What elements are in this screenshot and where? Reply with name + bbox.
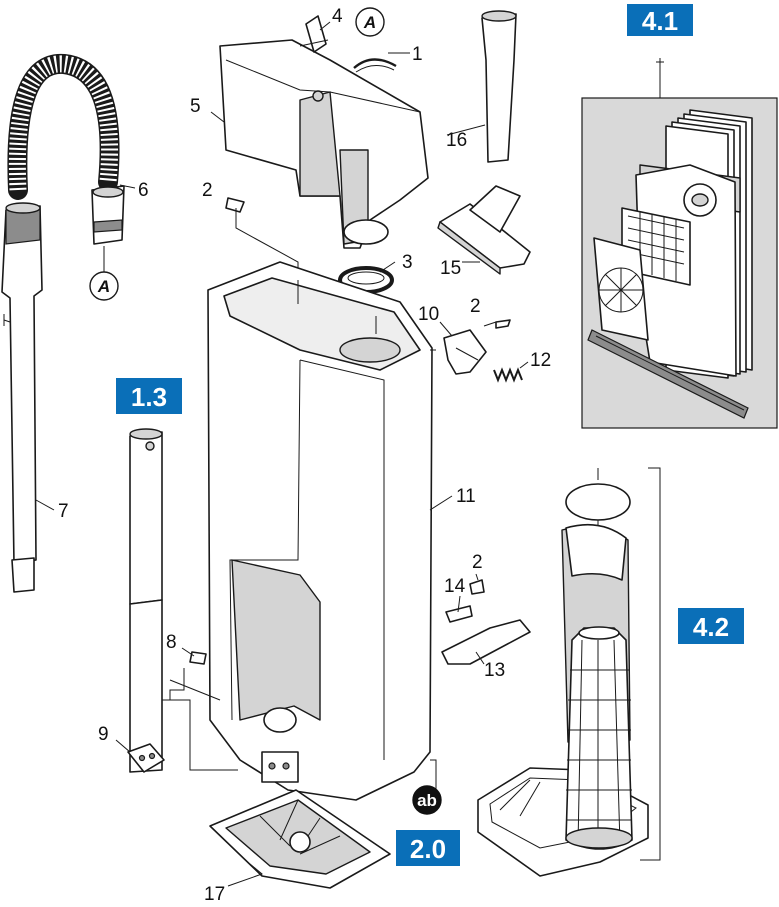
callout-1: 1 — [412, 44, 423, 65]
callout-14: 14 — [444, 576, 466, 597]
callout-7: 7 — [58, 501, 69, 522]
callout-16: 16 — [446, 130, 467, 151]
container-body — [207, 261, 433, 801]
callout-3: 3 — [402, 252, 413, 273]
squeegee-strip — [587, 329, 749, 419]
callout-5: 5 — [190, 96, 201, 117]
latch-clip — [299, 15, 329, 53]
floor-nozzle — [437, 185, 531, 275]
callout-2-mid: 2 — [470, 296, 481, 317]
callout-8: 8 — [166, 632, 177, 653]
callout-10: 10 — [418, 304, 439, 325]
screw-low — [469, 579, 485, 595]
base-plate — [209, 789, 391, 889]
filter-cage — [565, 626, 633, 850]
svg-text:2.0: 2.0 — [410, 834, 446, 864]
connector-ab: ab — [412, 785, 442, 815]
callout-2-low: 2 — [472, 552, 483, 573]
connector-a-top: A — [355, 7, 385, 37]
filter-sleeve — [129, 428, 163, 773]
svg-text:ab: ab — [417, 791, 437, 810]
foot-pad — [127, 743, 165, 773]
suction-hose — [7, 53, 125, 245]
badge-1-3: 1.3 — [116, 378, 182, 414]
callout-4: 4 — [332, 6, 343, 27]
filter-kit-inset — [581, 58, 778, 429]
callout-numbers: 1 2 2 2 3 4 5 6 7 8 9 10 11 12 13 14 15 … — [58, 6, 551, 905]
callout-15: 15 — [440, 258, 461, 279]
spring — [493, 367, 523, 383]
connector-marks: A A ab — [89, 7, 442, 815]
badge-4-1: 4.1 — [627, 4, 693, 36]
callout-13: 13 — [484, 660, 505, 681]
crevice-nozzle — [481, 10, 517, 163]
svg-text:A: A — [97, 277, 110, 296]
motor-head — [219, 39, 429, 249]
callout-12: 12 — [530, 350, 551, 371]
latch-lever — [441, 619, 531, 665]
section-badges: 4.1 1.3 4.2 2.0 — [116, 4, 744, 866]
connector-a-hose: A — [89, 246, 119, 301]
leader-lines — [35, 21, 529, 887]
screw-foot — [169, 651, 207, 700]
callout-2-top: 2 — [202, 180, 213, 201]
svg-text:4.2: 4.2 — [693, 612, 729, 642]
callout-9: 9 — [98, 724, 109, 745]
callout-17: 17 — [204, 884, 225, 905]
svg-text:A: A — [363, 13, 376, 32]
svg-text:1.3: 1.3 — [131, 382, 167, 412]
grille-filter — [593, 237, 649, 341]
basket-filter-group — [477, 467, 661, 877]
screw-mid — [495, 319, 511, 329]
badge-2-0: 2.0 — [396, 830, 460, 866]
callout-6: 6 — [138, 180, 149, 201]
callout-11: 11 — [456, 486, 476, 507]
latch-holder — [443, 329, 487, 375]
badge-4-2: 4.2 — [678, 608, 744, 644]
extension-tube — [1, 202, 43, 593]
latch-insert — [445, 605, 473, 623]
svg-text:4.1: 4.1 — [642, 6, 678, 36]
retaining-ring — [353, 58, 397, 73]
